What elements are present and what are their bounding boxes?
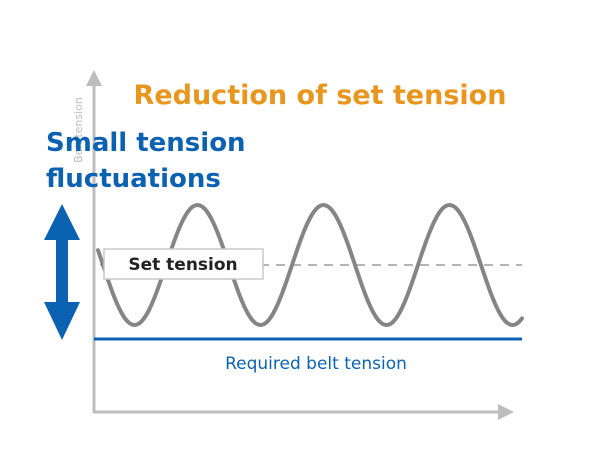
y-axis-arrow-icon xyxy=(86,70,102,86)
fluctuation-label-line2: fluctuations xyxy=(46,164,221,194)
x-axis-arrow-icon xyxy=(498,404,514,420)
double-arrow-icon xyxy=(44,204,80,340)
required-tension-label: Required belt tension xyxy=(225,354,407,374)
fluctuation-label-line1: Small tension xyxy=(46,128,246,158)
set-tension-box xyxy=(103,248,264,280)
set-tension-label: Set tension xyxy=(128,255,237,275)
y-axis-label: Belt tension xyxy=(72,97,85,163)
diagram-title: Reduction of set tension xyxy=(134,80,507,111)
